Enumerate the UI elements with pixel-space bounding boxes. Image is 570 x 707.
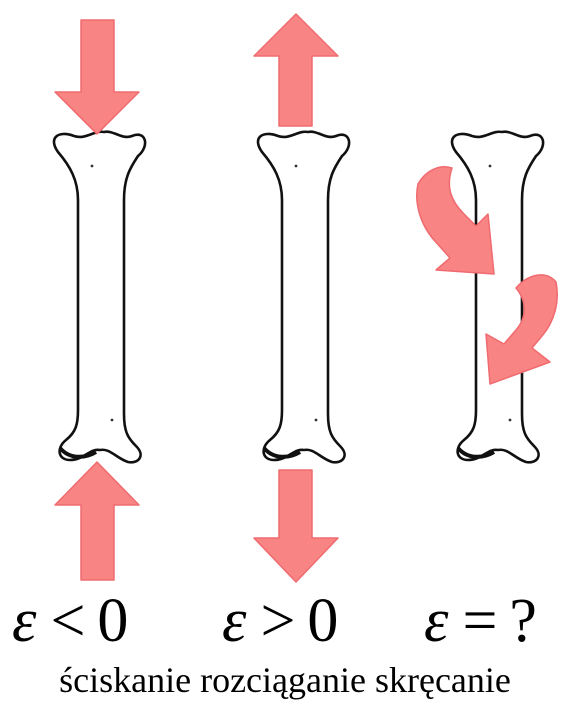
strain-formula-torsion: ε=?: [424, 590, 537, 652]
strain-formula-tension: ε>0: [222, 590, 338, 652]
bone-compression: [54, 132, 145, 463]
relation-sign: >: [260, 587, 295, 655]
label-compression: ściskanie: [59, 660, 191, 700]
strain-formula-compression: ε<0: [12, 590, 128, 652]
label-tension: rozciąganie: [200, 660, 366, 700]
relation-value: ?: [509, 587, 537, 655]
arrow-up-bottom-compression: [55, 462, 139, 580]
relation-sign: <: [50, 587, 85, 655]
bone-tension: [258, 132, 349, 463]
arrow-up-top-tension: [254, 14, 338, 126]
strain-symbol: ε: [12, 587, 36, 655]
strain-symbol: ε: [424, 587, 448, 655]
relation-sign: =: [462, 587, 497, 655]
relation-value: 0: [307, 587, 338, 655]
relation-value: 0: [97, 587, 128, 655]
label-torsion: skręcanie: [375, 660, 511, 700]
arrow-down-bottom-tension: [254, 470, 338, 582]
strain-symbol: ε: [222, 587, 246, 655]
arrow-down-top-compression: [55, 20, 139, 134]
